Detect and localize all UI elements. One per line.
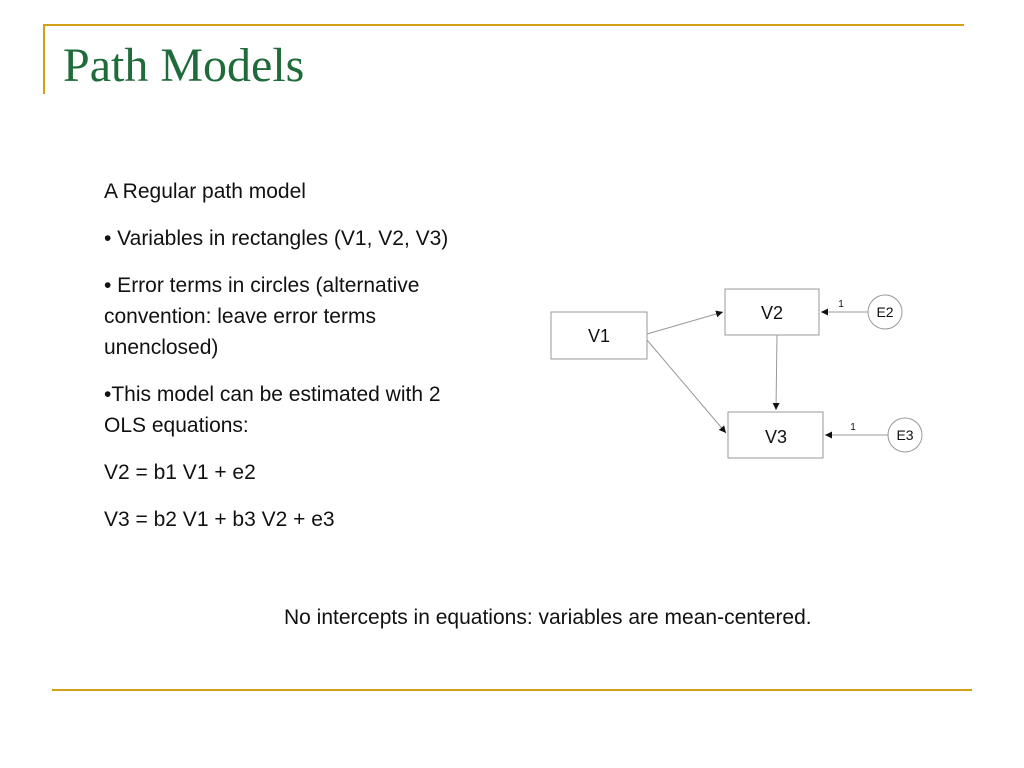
equation-v2: V2 = b1 V1 + e2 — [104, 461, 256, 484]
frame-left-rule — [43, 24, 45, 94]
equation-v3: V3 = b2 V1 + b3 V2 + e3 — [104, 508, 335, 531]
slide-body: A Regular path model • Variables in rect… — [104, 176, 454, 551]
error-e3-label: E3 — [896, 427, 913, 443]
bullet-variables: • Variables in rectangles (V1, V2, V3) — [104, 227, 449, 250]
error-e2-label: E2 — [876, 304, 893, 320]
path-e3-weight-label: 1 — [850, 422, 856, 433]
node-v3-label: V3 — [765, 427, 787, 447]
path-e2-weight-label: 1 — [838, 299, 844, 310]
node-v2-box — [724, 288, 820, 336]
path-v1-to-v2 — [646, 310, 724, 335]
footnote: No intercepts in equations: variables ar… — [284, 606, 812, 629]
node-v1-box — [550, 311, 648, 360]
frame-top-rule — [43, 24, 964, 26]
frame-bottom-rule — [52, 689, 972, 691]
node-v3-box — [727, 411, 824, 459]
node-v2-label: V2 — [761, 303, 783, 323]
bullet-ols: •This model can be estimated with 2 OLS … — [104, 383, 441, 437]
path-v2-to-v3 — [772, 334, 780, 411]
slide-title: Path Models — [63, 39, 305, 92]
path-v1-to-v3 — [646, 339, 727, 434]
body-heading: A Regular path model — [104, 180, 306, 203]
node-v1-label: V1 — [588, 326, 610, 346]
bullet-error-terms: • Error terms in circles (alternative co… — [104, 274, 420, 359]
